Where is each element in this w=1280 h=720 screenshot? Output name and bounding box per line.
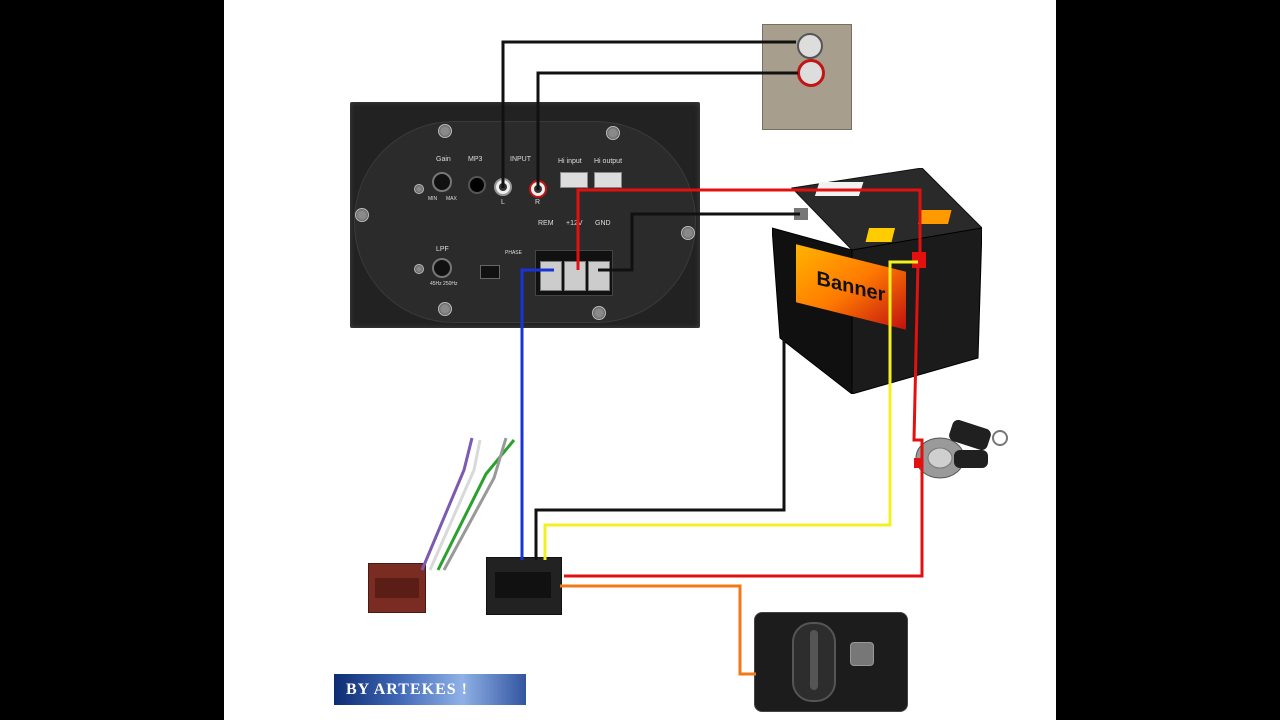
hi-input-label: Hi input — [558, 158, 582, 165]
rem-label: REM — [538, 220, 554, 227]
hi-output-socket[interactable] — [594, 172, 622, 188]
hi-output-label: Hi output — [594, 158, 623, 165]
rca-socket-white — [797, 33, 823, 59]
rem-terminal[interactable] — [540, 261, 562, 291]
power-terminal-block — [535, 250, 613, 296]
gnd-label: GND — [595, 220, 611, 227]
gnd-terminal[interactable] — [588, 261, 610, 291]
ground-wire-to-iso — [534, 300, 786, 560]
ignition-key-switch[interactable] — [914, 420, 1010, 490]
wiring-diagram: Gain MIN MAX MP3 INPUT L R Hi input Hi o… — [224, 0, 1056, 720]
mp3-label: MP3 — [468, 156, 483, 163]
screw-icon — [414, 264, 424, 274]
gain-max-label: MAX — [446, 196, 457, 202]
screw-icon — [606, 126, 620, 140]
phase-label: PHASE — [505, 250, 522, 256]
input-right-label: R — [535, 199, 541, 206]
plus12v-terminal[interactable] — [564, 261, 586, 291]
screw-icon — [355, 208, 369, 222]
amplifier-faceplate — [354, 121, 696, 323]
rca-input-left[interactable] — [494, 178, 512, 196]
lpf-range-label: 45Hz 250Hz — [430, 281, 458, 287]
gain-min-label: MIN — [428, 196, 438, 202]
plus12v-label: +12V — [566, 220, 583, 227]
wall-rca-socket — [762, 24, 852, 130]
gain-knob[interactable] — [432, 172, 452, 192]
author-credit: BY ARTEKES ! — [334, 674, 526, 705]
rca-input-right[interactable] — [529, 180, 547, 198]
screw-icon — [438, 124, 452, 138]
lpf-label: LPF — [436, 246, 449, 253]
screw-icon — [592, 306, 606, 320]
iso-connector-black — [486, 557, 562, 615]
harness-wire-white — [428, 439, 482, 571]
screw-icon — [438, 302, 452, 316]
lpf-knob[interactable] — [432, 258, 452, 278]
input-label: INPUT — [510, 156, 531, 163]
phase-switch[interactable] — [480, 265, 500, 279]
harness-wire-purple — [420, 437, 474, 571]
mp3-jack[interactable] — [468, 176, 486, 194]
harness-wire-green — [436, 439, 516, 571]
iso-connector-red — [368, 563, 426, 613]
hi-input-socket[interactable] — [560, 172, 588, 188]
screw-icon — [414, 184, 424, 194]
gain-label: Gain — [436, 156, 451, 163]
fog-light-button[interactable] — [850, 642, 874, 666]
input-left-label: L — [501, 199, 505, 206]
illumination-wire-orange — [560, 584, 756, 676]
harness-wire-gray — [442, 437, 508, 571]
screw-icon — [681, 226, 695, 240]
rca-socket-red — [797, 59, 825, 87]
headlight-rotary-knob[interactable] — [792, 622, 836, 702]
